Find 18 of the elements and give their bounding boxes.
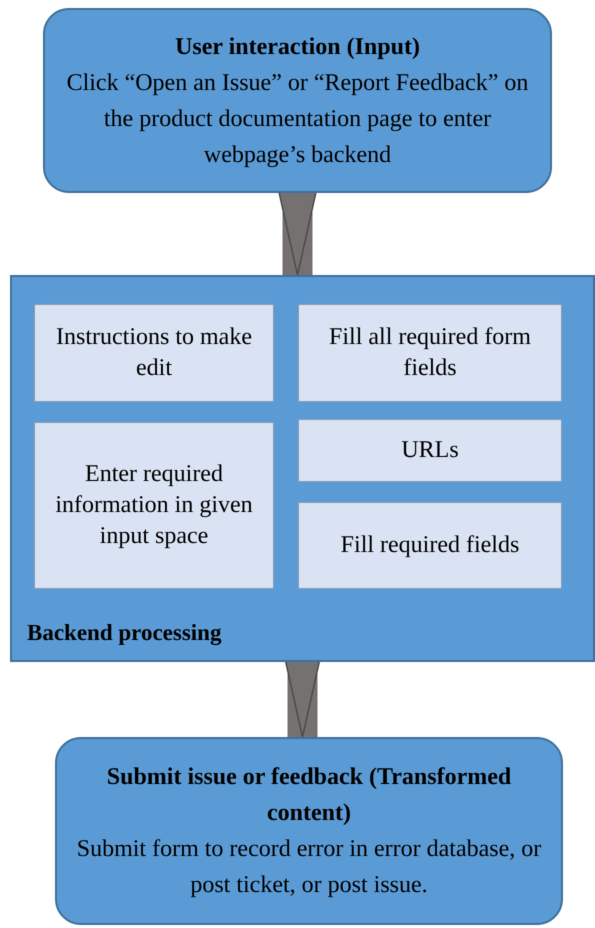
step-text: Instructions to make edit <box>55 322 253 383</box>
box-heading: Submit issue or feedback (Transformed content) <box>106 763 512 828</box>
step-text: Enter required information in given input space <box>54 460 254 552</box>
step-box <box>298 502 562 589</box>
box-heading: User interaction (Input) <box>175 32 420 62</box>
process-box <box>43 8 552 193</box>
step-box <box>34 422 274 589</box>
group-panel <box>10 275 595 662</box>
step-box <box>298 419 562 482</box>
box-description: Click “Open an Issue” or “Report Feedback” on the product documentation page to enter webpage’s backend <box>66 68 530 170</box>
step-box <box>34 304 274 402</box>
step-text: Fill all required form fields <box>328 322 532 383</box>
step-box <box>298 304 562 402</box>
step-text: URLs <box>401 436 459 465</box>
process-box <box>55 737 563 925</box>
step-text: Fill required fields <box>340 530 520 560</box>
box-description: Submit form to record error in error database, or post ticket, or post issue. <box>76 835 542 900</box>
group-heading: Backend processing <box>27 620 222 646</box>
